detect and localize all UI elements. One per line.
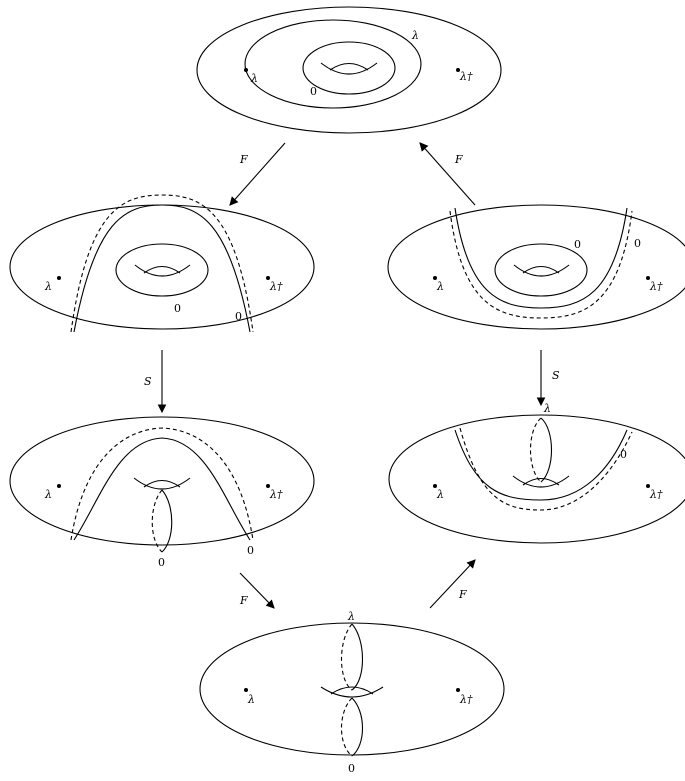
hole-lower-arc (134, 478, 190, 489)
label-lambda-dagger: λ† (459, 693, 473, 706)
label-lambda-dagger: λ† (269, 488, 283, 501)
label-zero: 0 (620, 448, 627, 461)
hole-upper-arc (144, 267, 180, 274)
hole-upper-arc (144, 481, 180, 488)
hole-upper-arc (331, 687, 373, 694)
puncture-lambda (244, 688, 248, 692)
label-zero: 0 (158, 556, 165, 569)
puncture-lambda-dagger (456, 688, 460, 692)
arrow-top-to-middle-left (230, 143, 285, 205)
label-lambda: λ (44, 280, 52, 293)
hole-lower-arc (321, 687, 383, 697)
label-lambda-dagger: λ† (459, 70, 473, 83)
arrow-label-F: F (454, 153, 463, 166)
torus-middle-right: λ λ† 0 0 (388, 205, 685, 329)
zero-curve (495, 244, 587, 296)
arrow-bottom-to-lower-right (430, 560, 475, 608)
zero-curve-arch (74, 205, 250, 332)
zero-curve (116, 244, 208, 296)
lambda-curve-dashed (71, 195, 253, 332)
puncture-lambda (57, 484, 61, 488)
lambda-curve-dashed (450, 211, 632, 318)
label-lambda-dagger: λ† (649, 280, 663, 293)
zero-curve-u (455, 430, 627, 500)
label-lambda: λ (436, 488, 444, 501)
hole-upper-arc (330, 64, 368, 71)
puncture-lambda (57, 276, 61, 280)
label-lambda: λ (543, 402, 551, 415)
torus-lower-right: λ λ† λ 0 (389, 402, 685, 543)
meridian-dashed (531, 418, 542, 482)
meridian-upper-dashed (342, 624, 353, 690)
label-lambda: λ (44, 488, 52, 501)
meridian-solid (162, 490, 172, 552)
arrow-middle-right-to-top (420, 143, 475, 205)
torus-outline (197, 7, 501, 133)
label-lambda-dagger: λ† (649, 488, 663, 501)
label-lambda: λ (250, 72, 258, 85)
label-lambda: λ (411, 29, 419, 42)
label-zero: 0 (574, 238, 581, 251)
arrow-label-F: F (239, 594, 248, 607)
label-zero: 0 (174, 302, 181, 315)
arrow-label-F: F (239, 153, 248, 166)
label-zero: 0 (348, 762, 355, 775)
torus-lower-left: λ λ† 0 0 (10, 417, 314, 569)
torus-bottom: λ λ† λ 0 (200, 610, 504, 775)
lambda-curve-dashed (71, 428, 253, 540)
meridian-upper-solid (352, 624, 363, 690)
arrow-label-S: S (144, 375, 152, 388)
label-zero: 0 (247, 544, 254, 557)
label-zero: 0 (634, 237, 641, 250)
hole-lower-arc (321, 63, 377, 74)
label-lambda-dagger: λ† (269, 280, 283, 293)
label-lambda: λ (347, 610, 355, 623)
arrow-label-S: S (552, 369, 560, 382)
meridian-lower-dashed (342, 698, 353, 756)
label-zero: 0 (235, 310, 242, 323)
arrows: F F S S F F (144, 143, 560, 608)
lambda-curve-dashed (460, 428, 632, 510)
meridian-lower-solid (352, 698, 363, 756)
meridian-dashed (152, 490, 162, 552)
meridian-solid (541, 418, 552, 482)
puncture-lambda (244, 68, 248, 72)
hole-upper-arc (523, 267, 559, 274)
torus-top: λ λ† λ 0 (197, 7, 501, 133)
label-zero: 0 (310, 85, 317, 98)
label-lambda: λ (247, 693, 255, 706)
label-lambda: λ (436, 280, 444, 293)
torus-middle-left: λ λ† 0 0 (10, 195, 314, 332)
zero-curve-u (455, 208, 627, 308)
arrow-label-F: F (458, 588, 467, 601)
